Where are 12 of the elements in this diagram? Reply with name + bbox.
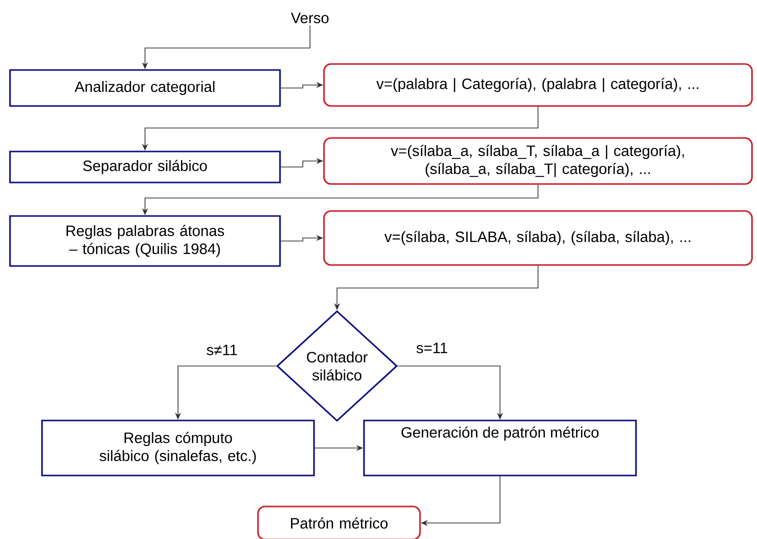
process-box: Analizador categorial: [9, 69, 281, 107]
process-box: Generación de patrón métrico: [363, 420, 637, 476]
output-box: v=(palabra | Categoría), (palabra | categoría), ...: [323, 63, 753, 107]
output-box: Patrón métrico: [257, 506, 421, 539]
process-box: Reglas cómputo silábico (sinalefas, etc.): [41, 420, 315, 476]
edge-label: s=11: [415, 342, 449, 354]
output-box: v=(sílaba_a, sílaba_T, sílaba_a | categoría), (sílaba_a, sílaba_T| categoría), ...: [323, 137, 753, 185]
process-box: Separador silábico: [9, 150, 281, 184]
edge-label: s≠11: [205, 344, 239, 356]
start-label: Verso: [290, 12, 329, 24]
process-box: Reglas palabras átonas – tónicas (Quilis 1984): [9, 215, 281, 267]
output-box: v=(sílaba, SILABA, sílaba), (sílaba, sílaba), ...: [323, 210, 753, 266]
